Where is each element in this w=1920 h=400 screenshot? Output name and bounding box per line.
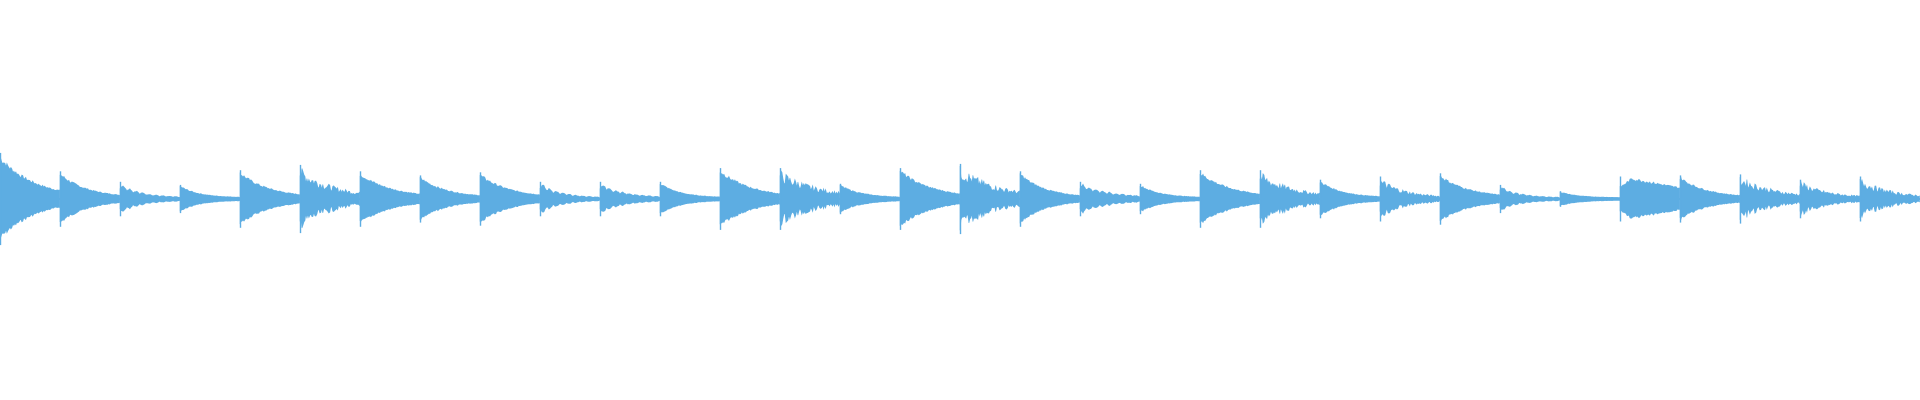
waveform-trace bbox=[0, 152, 1920, 246]
